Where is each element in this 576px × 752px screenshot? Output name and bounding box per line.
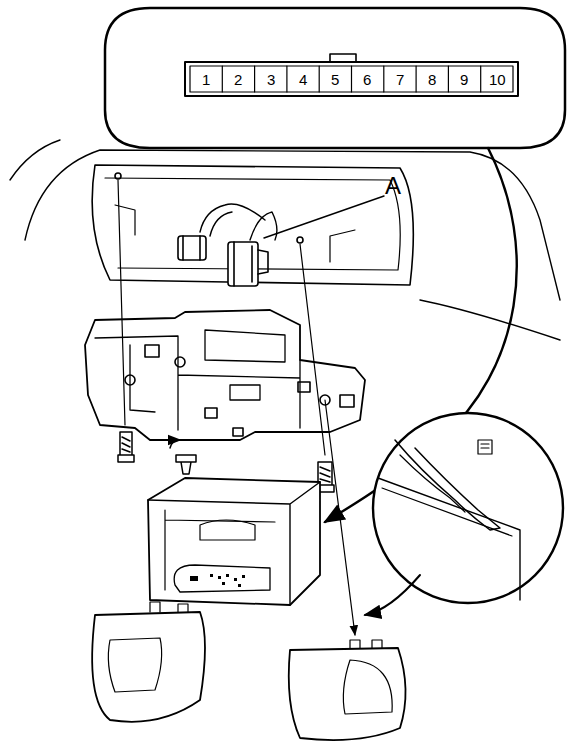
pin-number: 10: [489, 72, 506, 87]
pin-number: 2: [234, 72, 242, 87]
pin-number: 4: [299, 72, 307, 87]
pin-number: 6: [363, 72, 371, 87]
pin-number: 7: [396, 72, 404, 87]
pin-number: 3: [267, 72, 275, 87]
callout-letter: A: [385, 174, 401, 198]
pin-number: 9: [460, 72, 468, 87]
pin-number: 8: [428, 72, 436, 87]
pin-number: 5: [331, 72, 339, 87]
pin-number: 1: [202, 72, 210, 87]
